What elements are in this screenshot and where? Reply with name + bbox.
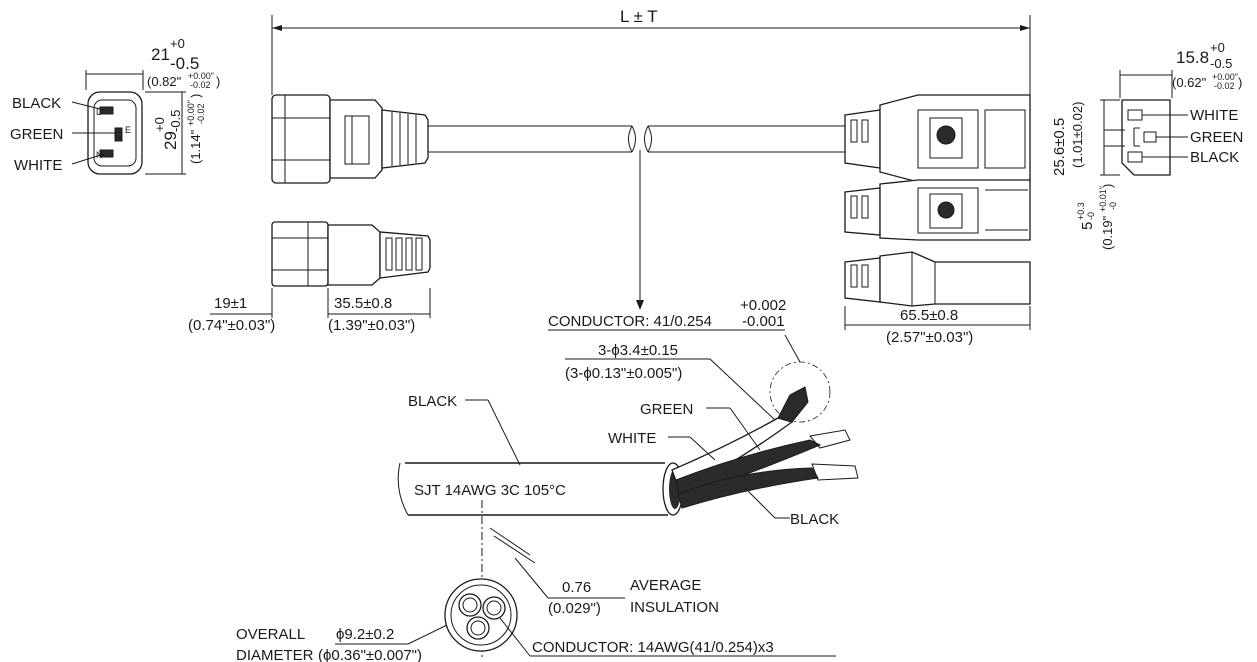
left-height-in-close: )	[188, 94, 203, 98]
right-height-in: (1.01±0.02)	[1070, 102, 1085, 168]
right-slot-in-tol-upper: +0.01"	[1098, 186, 1108, 212]
left-wire-white-label: WHITE	[14, 157, 62, 174]
left-wire-black-label: BLACK	[12, 95, 61, 112]
right-width-in-close: )	[1238, 75, 1242, 90]
cable-green-label: GREEN	[640, 401, 693, 418]
overall-length-dimension: L ± T	[271, 7, 1031, 95]
insulation-label-2: INSULATION	[630, 599, 719, 616]
left-height-tol-upper: +0	[152, 117, 167, 132]
left-front-view: L E N BLACK GREEN WHITE 21 +0 -0.5 (0.82…	[10, 36, 220, 175]
left-plug-side-view	[271, 94, 845, 184]
conductor-tol-lower: -0.001	[742, 313, 785, 330]
right-connector-middle	[844, 179, 1031, 241]
cross-section: 0.76 (0.029") AVERAGE INSULATION OVERALL…	[236, 500, 836, 662]
right-connector-top	[844, 94, 1031, 183]
left-plug-alt-view: 19±1 (0.74"±0.03") 35.5±0.8 (1.39"±0.03"…	[188, 221, 431, 334]
cable-black-bottom-label: BLACK	[790, 511, 839, 528]
left-width-in: (0.82"	[147, 74, 182, 89]
right-slot-in-tol-lower: -0	[1108, 202, 1118, 210]
right-wire-white-label: WHITE	[1190, 107, 1238, 124]
insulation-label-1: AVERAGE	[630, 577, 701, 594]
cross-conductor-label: CONDUCTOR: 14AWG(41/0.254)x3	[532, 639, 774, 656]
left-height-in-tol-lower: -0.02	[196, 103, 206, 124]
conductor-label: CONDUCTOR: 41/0.254	[548, 313, 712, 330]
overall-in: (ϕ0.36"±0.007")	[318, 647, 422, 662]
left-width-mm: 21	[151, 45, 170, 64]
svg-text:L: L	[96, 107, 101, 117]
right-dim-in: (2.57"±0.03")	[886, 329, 973, 346]
right-width-in-tol-lower: -0.02	[1214, 81, 1235, 91]
left-dim-b-mm: 35.5±0.8	[334, 295, 392, 312]
overall-mm: ϕ9.2±0.2	[336, 626, 394, 643]
right-slot-in-close: )	[1100, 184, 1115, 188]
left-width-in-close: )	[216, 74, 220, 89]
conductor-tol-upper: +0.002	[740, 297, 786, 314]
left-dim-b-in: (1.39"±0.03")	[328, 317, 415, 334]
right-wire-green-label: GREEN	[1190, 129, 1243, 146]
jacket-marking: SJT 14AWG 3C 105°C	[414, 482, 566, 499]
left-width-tol-lower: -0.5	[170, 54, 199, 73]
core-dia-mm: 3-ϕ3.4±0.15	[598, 342, 678, 359]
overall-label-2: DIAMETER	[236, 647, 314, 662]
left-height-in-tol-upper: +0.00"	[186, 100, 196, 126]
left-width-tol-upper: +0	[170, 36, 185, 51]
left-height-mm: 29	[161, 131, 180, 150]
right-width-mm: 15.8	[1176, 48, 1209, 67]
left-width-in-tol-upper: +0.00"	[188, 71, 214, 81]
cable-white-label: WHITE	[608, 430, 656, 447]
left-wire-green-label: GREEN	[10, 126, 63, 143]
cable-black-top-label: BLACK	[408, 393, 457, 410]
svg-text:E: E	[125, 125, 131, 135]
right-width-tol-lower: -0.5	[1210, 56, 1232, 71]
right-wire-black-label: BLACK	[1190, 149, 1239, 166]
core-dia-in: (3-ϕ0.13"±0.005")	[565, 365, 682, 382]
right-width-in-tol-upper: +0.00"	[1212, 72, 1238, 82]
right-slot-tol-lower: -0	[1086, 212, 1096, 220]
overall-length-label: L ± T	[620, 7, 658, 26]
insulation-mm: 0.76	[562, 579, 591, 596]
right-width-tol-upper: +0	[1210, 40, 1225, 55]
right-slot-mm: 5	[1079, 222, 1096, 230]
right-width-in: (0.62"	[1172, 75, 1207, 90]
overall-label-1: OVERALL	[236, 626, 305, 643]
right-connector-bottom: 65.5±0.8 (2.57"±0.03")	[844, 251, 1031, 346]
right-height-mm: 25.6±0.5	[1051, 118, 1068, 176]
left-height-in: (1.14"	[188, 129, 203, 164]
insulation-in: (0.029")	[548, 600, 601, 617]
right-front-view: WHITE GREEN BLACK 15.8 +0 -0.5 (0.62" +0…	[1051, 40, 1243, 250]
cable-detail: CONDUCTOR: 41/0.254 +0.002 -0.001 3-ϕ3.4…	[397, 150, 859, 528]
right-slot-tol-upper: +0.3	[1076, 202, 1086, 220]
left-dim-a-mm: 19±1	[214, 295, 247, 312]
left-height-tol-lower: -0.5	[168, 110, 183, 132]
right-slot-in: (0.19"	[1100, 215, 1115, 250]
left-dim-a-in: (0.74"±0.03")	[188, 317, 275, 334]
left-width-in-tol-lower: -0.02	[190, 80, 211, 90]
right-dim-mm: 65.5±0.8	[900, 307, 958, 324]
